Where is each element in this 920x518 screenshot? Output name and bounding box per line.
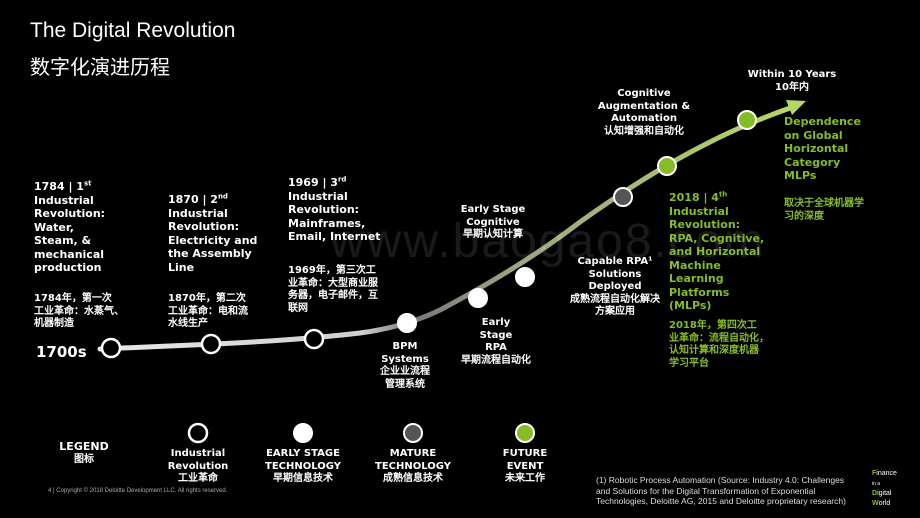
future-dependence: Dependence on Global Horizontal Category… [784,115,861,182]
milestone-early-cognitive: Early Stage Cognitive 早期认知计算 [460,204,526,240]
legend-item-industrial: Industrial Revolution 工业革命 [167,448,229,484]
timeline-curve [97,105,793,352]
revolution-1784: 1784 | 1st Industrial Revolution: Water,… [34,179,106,274]
node-capable-rpa [613,187,633,207]
legend-item-mature: MATURE TECHNOLOGY 成熟信息技术 [375,448,451,484]
legend-title: LEGEND 图标 [59,440,109,465]
milestone-early-rpa: Early Stage RPA 早期流程自动化 [461,317,531,366]
milestone-cognitive-augmentation: Cognitive Augmentation & Automation 认知增强… [597,88,691,137]
future-dependence-cn: 取决于全球机器学 习的深度 [784,198,864,222]
node-industrial-1784 [100,337,122,359]
node-bpm [397,313,417,333]
brand-logo: Finance in a Digital World [872,470,897,507]
node-cognitive-aug [657,156,677,176]
curve-arrowhead [786,100,806,115]
milestone-bpm: BPM Systems 企业业流程 管理系统 [380,341,430,390]
copyright-footer: 4 | Copyright © 2018 Deloitte Developmen… [48,488,228,494]
milestone-capable-rpa: Capable RPA¹ Solutions Deployed 成熟流程自动化解… [570,256,660,317]
footnote: (1) Robotic Process Automation (Source: … [596,475,846,506]
milestone-within-10-years: Within 10 Years 10年内 [747,69,837,93]
legend-icon-future [515,423,535,443]
legend-item-early-stage: EARLY STAGE TECHNOLOGY 早期信息技术 [265,448,341,484]
node-early-rpa [468,288,488,308]
revolution-2018: 2018 | 4th Industrial Revolution: RPA, C… [669,190,765,312]
revolution-1870-cn: 1870年，第二次 工业革命：电和流 水线生产 [168,293,248,329]
revolution-2018-cn: 2018年，第四次工 业革命：流程自动化， 认知计算和深度机器 学习平台 [669,320,769,369]
page-subtitle: 数字化演进历程 [30,55,170,79]
node-industrial-1870 [200,333,222,355]
legend-item-future: FUTURE EVENT 未来工作 [502,448,548,484]
revolution-1784-cn: 1784年，第一次 工业革命：水蒸气、 机器制造 [34,293,124,329]
revolution-1969: 1969 | 3rd Industrial Revolution: Mainfr… [288,175,381,243]
watermark: www.baogao8.com [330,215,766,268]
page-title: The Digital Revolution [30,19,236,42]
timeline-start-label: 1700s [36,343,87,361]
revolution-1870: 1870 | 2nd Industrial Revolution: Electr… [168,192,258,274]
legend-icon-industrial [187,422,209,444]
revolution-1969-cn: 1969年，第三次工 业革命：大型商业服 务器，电子邮件，互 联网 [288,265,378,314]
node-early-cognitive [515,267,535,287]
node-within-10-years [737,110,757,130]
legend-icon-mature [403,423,423,443]
node-industrial-1969 [303,328,325,350]
legend-icon-early-stage [293,423,313,443]
